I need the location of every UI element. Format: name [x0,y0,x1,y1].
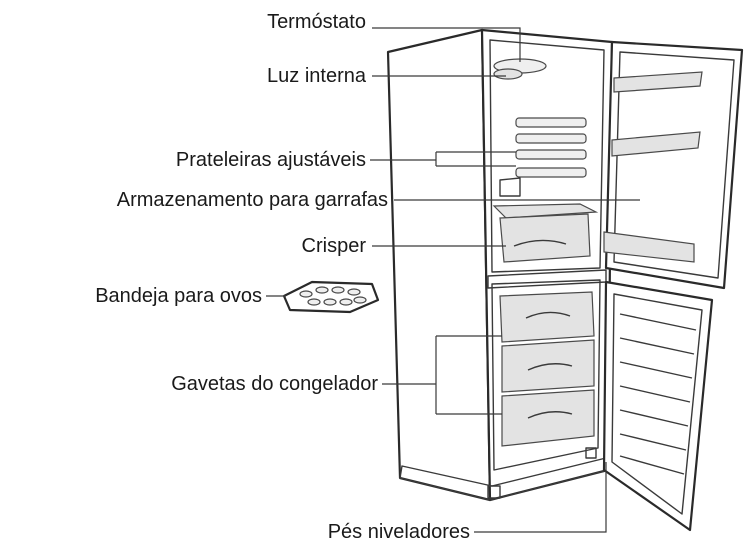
internal-light-bulb [493,68,523,80]
shelf-3 [515,149,587,160]
label-freezer-drawers: Gavetas do congelador [171,373,378,395]
door-bottle-bin [603,231,695,263]
label-adjustable-shelves: Prateleiras ajustáveis [176,149,366,171]
freezer-door [602,280,714,532]
label-crisper: Crisper [302,235,367,257]
fridge-door [603,40,744,290]
leader-leveling-feet [474,462,607,533]
freezer-drawer-3 [501,389,595,447]
label-egg-tray: Bandeja para ovos [95,285,262,307]
freezer-drawer-2 [501,339,595,393]
leader-adjustable-shelves [370,151,516,167]
glass-shelf [492,203,599,219]
foot-front-left [487,485,501,499]
fridge-side-panel [386,28,492,502]
label-bottle-storage: Armazenamento para garrafas [117,189,388,211]
shelf-bracket [499,177,521,197]
shelf-2 [515,133,587,144]
shelf-4 [515,167,587,178]
label-internal-light: Luz interna [267,65,367,87]
freezer-door-ribs [619,313,697,475]
freezer-drawers [499,291,595,447]
freezer-compartment [491,279,601,471]
freezer-drawer-1 [499,291,595,343]
label-leveling-feet: Pés niveladores [328,521,470,543]
door-bin-top [613,71,703,93]
adjustable-shelves [499,117,587,197]
door-bin-middle [611,131,701,157]
leveling-feet [487,447,597,499]
foot-front-right [585,447,597,459]
egg-tray [282,280,380,314]
leader-freezer-drawers [382,335,502,415]
fridge-compartment [489,39,605,273]
leader-thermostat [372,27,521,62]
shelf-1 [515,117,587,128]
leader-lines [266,27,640,533]
label-thermostat: Termóstato [267,11,366,33]
crisper-drawer [499,213,591,263]
